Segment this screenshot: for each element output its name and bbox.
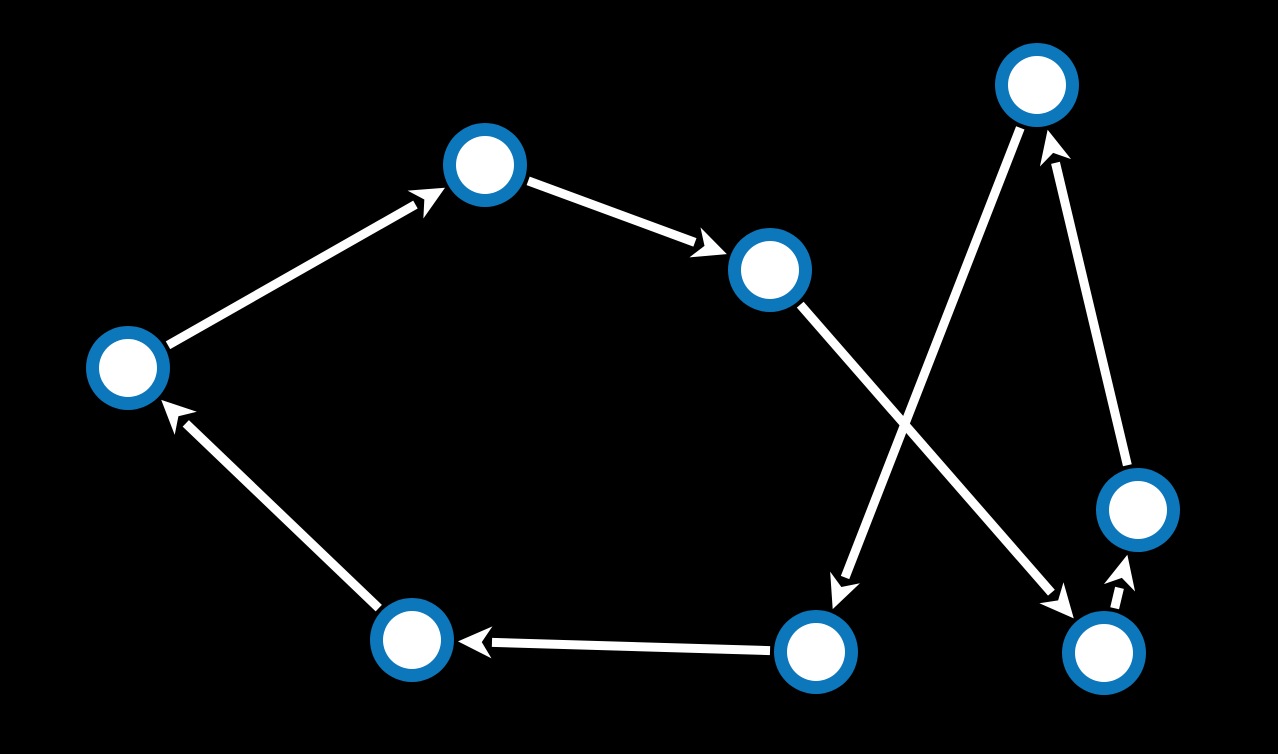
arrowhead-icon [1039,582,1074,619]
edge-line [1110,586,1124,610]
graph-edge[interactable] [1039,129,1132,467]
graph-node[interactable] [728,228,812,312]
node-core [99,339,157,397]
edge-line [840,126,1025,580]
graph-node[interactable] [370,598,454,682]
graph-node[interactable] [1062,611,1146,695]
graph-edge[interactable] [457,626,771,659]
graph-node[interactable] [86,326,170,410]
arrowhead-icon [830,571,860,610]
node-core [1075,624,1133,682]
graph-edge[interactable] [165,187,446,350]
arrowhead-icon [689,227,727,258]
graph-node[interactable] [1096,468,1180,552]
arrowhead-icon [161,399,197,435]
graph-node[interactable] [443,123,527,207]
graph-edge[interactable] [1103,554,1136,610]
node-core [383,611,441,669]
graph-node[interactable] [995,43,1079,127]
graph-edge[interactable] [526,176,727,258]
node-core [456,136,514,194]
node-layer [86,43,1180,695]
node-core [741,241,799,299]
node-core [1109,481,1167,539]
edge-line [491,637,771,656]
graph-node[interactable] [774,610,858,694]
edge-line [796,301,1055,596]
arrowhead-icon [457,626,493,659]
edge-line [526,176,697,247]
graph-edge[interactable] [830,126,1025,610]
arrowhead-icon [1039,129,1072,167]
node-core [787,623,845,681]
edge-line [165,200,418,350]
graph-edge[interactable] [161,399,382,612]
graph-edge[interactable] [796,301,1074,619]
arrowhead-icon [1103,554,1136,592]
arrowhead-icon [407,187,446,219]
edge-layer [161,126,1136,659]
edge-line [182,420,382,612]
node-core [1008,56,1066,114]
edge-line [1051,161,1132,467]
